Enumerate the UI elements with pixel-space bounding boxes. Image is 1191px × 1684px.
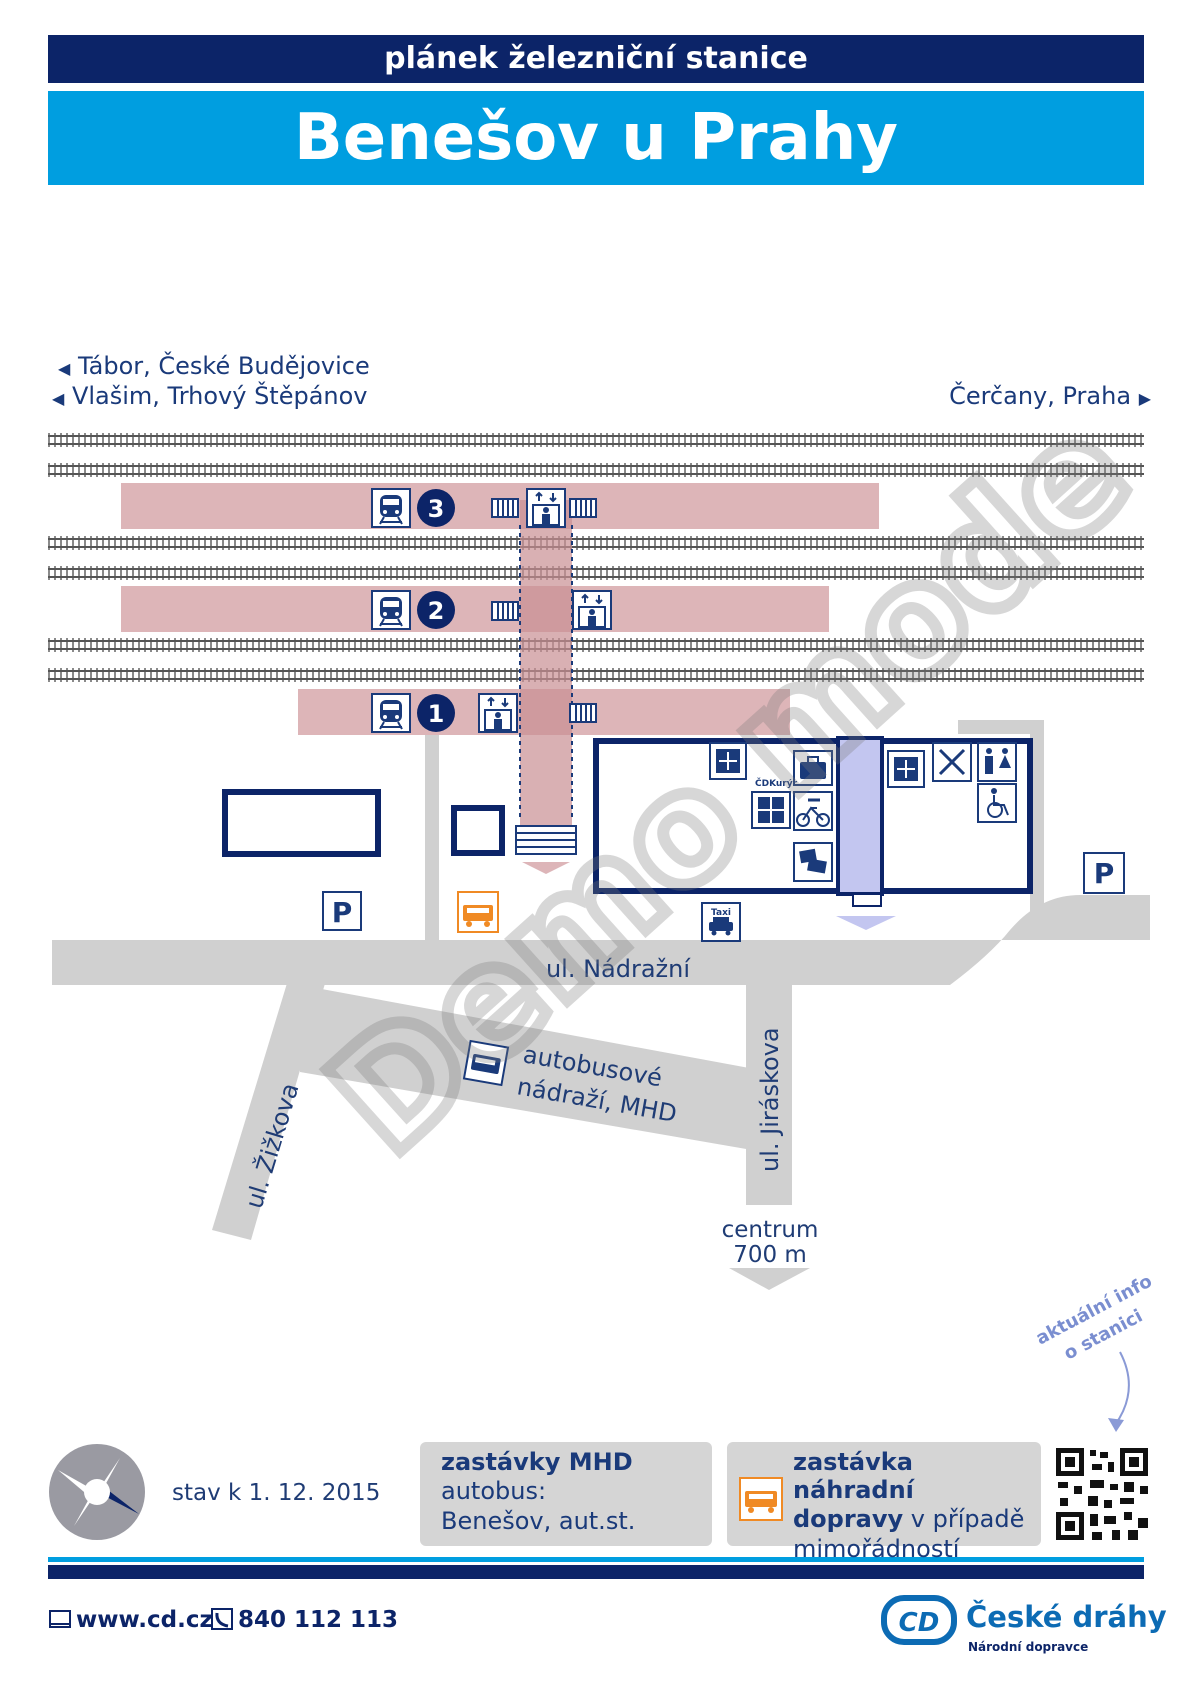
svg-text:P: P xyxy=(1094,857,1115,890)
mhd-box-line2: Benešov, aut.st. xyxy=(441,1507,636,1535)
road-bus-station xyxy=(300,985,760,1150)
direction-east-label: Čerčany, Praha xyxy=(949,382,1132,410)
platform-2-number: 2 xyxy=(428,597,445,625)
platform-2 xyxy=(121,586,829,632)
ticket-office-icon xyxy=(887,750,925,788)
stairs-icon xyxy=(491,498,519,518)
elevator-icon xyxy=(526,488,566,528)
kuryr-label: ČDKurýr xyxy=(755,777,798,789)
road-jiraskova xyxy=(746,985,792,1205)
elevator-icon xyxy=(478,693,518,733)
wheelchair-icon xyxy=(977,783,1017,823)
toilets-icon xyxy=(977,742,1017,782)
ticket-office-icon xyxy=(709,742,747,780)
stairs-icon xyxy=(569,498,597,518)
phone-icon xyxy=(211,1608,233,1630)
restaurant-icon xyxy=(932,742,972,782)
ticket-machine-icon xyxy=(793,842,833,882)
compass-icon xyxy=(49,1444,145,1540)
arrow-left-icon: ◀ xyxy=(58,359,71,378)
info-arrow xyxy=(1114,1351,1130,1426)
train-icon xyxy=(371,590,411,630)
street-jiraskova-label: ul. Jiráskova xyxy=(756,1027,784,1172)
header-subtitle: plánek železniční stanice xyxy=(48,35,1144,83)
taxi-icon: Taxi xyxy=(701,902,741,942)
footer-phone[interactable]: 840 112 113 xyxy=(238,1607,399,1633)
building-west xyxy=(222,789,381,857)
cd-logo: CD xyxy=(881,1595,957,1645)
direction-west-2: ◀ Vlašim, Trhový Štěpánov xyxy=(52,382,368,410)
street-nadrazni-label: ul. Nádražní xyxy=(546,955,691,983)
replacement-bus-icon xyxy=(457,891,499,933)
stairs-icon xyxy=(569,703,597,723)
footer-website[interactable]: www.cd.cz xyxy=(76,1607,213,1633)
station-title: Benešov u Prahy xyxy=(48,91,1144,185)
road-zizkova xyxy=(212,980,326,1240)
replacement-box-line2-rest: v případě xyxy=(903,1505,1025,1533)
elevator-icon xyxy=(572,590,612,630)
website-icon xyxy=(49,1610,71,1628)
centrum-label: centrum xyxy=(722,1217,819,1243)
parking-icon: P xyxy=(1083,852,1125,894)
platform-1-number: 1 xyxy=(428,700,445,728)
centrum-arrow xyxy=(729,1268,810,1290)
replacement-box-line3: mimořádností xyxy=(793,1535,960,1563)
underpass-stairs xyxy=(515,825,577,874)
replacement-box-line2-bold: dopravy xyxy=(793,1505,904,1533)
svg-text:Taxi: Taxi xyxy=(711,908,731,918)
road-nadrazni xyxy=(52,895,1150,985)
building-small xyxy=(451,805,505,856)
station-passage xyxy=(836,736,884,896)
svg-text:P: P xyxy=(332,896,353,929)
direction-west-2-label: Vlašim, Trhový Štěpánov xyxy=(71,382,368,410)
brand-name: České dráhy xyxy=(966,1600,1167,1634)
parking-icon: P xyxy=(322,891,362,931)
luggage-icon xyxy=(793,750,833,786)
replacement-box: zastávka náhradní dopravy v případě mimo… xyxy=(727,1442,1041,1563)
bus-icon xyxy=(462,1039,510,1087)
underpass xyxy=(520,500,572,827)
qr-code xyxy=(1054,1446,1150,1542)
arrow-right-icon: ▶ xyxy=(1138,389,1151,408)
status-date: stav k 1. 12. 2015 xyxy=(172,1480,381,1506)
replacement-box-title: zastávka náhradní xyxy=(793,1448,914,1504)
replacement-bus-icon xyxy=(739,1477,783,1521)
train-icon xyxy=(371,488,411,528)
svg-text:CD: CD xyxy=(899,1608,940,1638)
replacement-box-line2: dopravy v případě xyxy=(793,1504,1041,1534)
direction-west-1-label: Tábor, České Budějovice xyxy=(77,352,370,380)
bike-rental-icon xyxy=(793,791,833,831)
lockers-icon xyxy=(751,791,791,829)
platform-3-number: 3 xyxy=(428,495,445,523)
mhd-box-title: zastávky MHD xyxy=(441,1448,633,1476)
train-icon xyxy=(371,693,411,733)
direction-east: Čerčany, Praha ▶ xyxy=(949,382,1151,410)
brand-subtitle: Národní dopravce xyxy=(968,1640,1089,1654)
mhd-box-line1: autobus: xyxy=(441,1477,547,1505)
direction-west-1: ◀ Tábor, České Budějovice xyxy=(58,352,370,380)
centrum-distance: 700 m xyxy=(733,1242,807,1268)
arrow-left-icon: ◀ xyxy=(52,389,65,408)
stairs-icon xyxy=(491,601,519,621)
mhd-box: zastávky MHD autobus: Benešov, aut.st. xyxy=(420,1442,712,1546)
